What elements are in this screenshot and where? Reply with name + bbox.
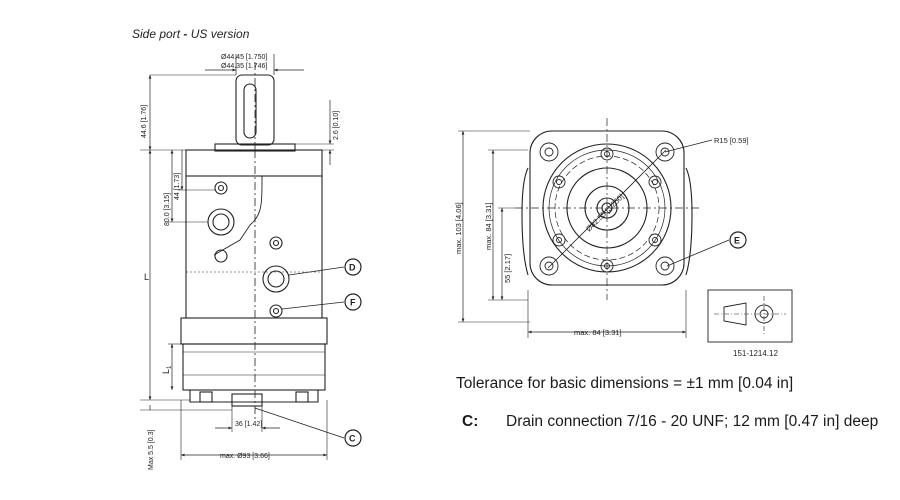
port-a — [207, 208, 235, 236]
bolt-heads — [189, 390, 319, 403]
end-cover — [182, 343, 326, 391]
callout-d — [344, 258, 362, 276]
label-e: E — [734, 236, 740, 246]
dim-height-port: 55 [2.17] — [503, 254, 512, 283]
label-d: D — [349, 263, 356, 273]
drain-note-key: C: — [462, 413, 479, 430]
dim-body-dia: max. Ø93 [3.66] — [220, 453, 270, 460]
dim-height-flange: max. 84 [3.31] — [484, 202, 493, 250]
dim-shaft-len: 44.6 [1.76] — [141, 105, 148, 138]
label-f: F — [350, 298, 356, 308]
dim-bottom-offset: Max 5.5 [0.3] — [148, 429, 155, 470]
housing — [185, 176, 323, 319]
front-body-outline — [521, 167, 693, 276]
dim-port-a: 80.0 [3.15] — [164, 193, 171, 226]
side-view — [140, 54, 362, 460]
title-main: Side port — [132, 27, 181, 41]
title-separator: - — [180, 27, 191, 41]
gear-section — [180, 317, 328, 345]
callout-e — [729, 231, 747, 249]
port-d — [262, 265, 290, 293]
port-symbol-box — [707, 289, 793, 343]
drain-note-text: Drain connection 7/16 - 20 UNF; 12 mm [0… — [506, 413, 879, 430]
ref-code: 151-1214.12 — [733, 349, 778, 358]
drawing-title: Side port - US version — [132, 27, 249, 41]
port-mid-small — [214, 249, 228, 263]
port-f — [269, 304, 283, 318]
dim-pilot: 2.6 [0.10] — [333, 111, 340, 140]
port-top-small — [214, 181, 228, 195]
side-view-labels: Ø44.45 [1.750] Ø44.35 [1.746] 44.6 [1.76… — [141, 54, 356, 470]
dim-l1: L1 — [161, 365, 173, 374]
dim-l: L — [144, 272, 149, 282]
shaft-key — [243, 83, 257, 139]
dim-port-b: 44 [1.73] — [174, 173, 181, 200]
tolerance-note: Tolerance for basic dimensions = ±1 mm [… — [456, 375, 794, 392]
front-view — [458, 118, 793, 343]
shaft-dia-min: Ø44.35 [1.746] — [221, 63, 267, 70]
shaft-dia-max: Ø44.45 [1.750] — [221, 54, 267, 61]
dim-drain-width: 36 [1.42] — [235, 421, 262, 428]
dim-height-total: max. 103 [4.06] — [454, 202, 463, 254]
callout-f — [344, 293, 362, 311]
label-c: C — [349, 434, 356, 444]
title-sub: US version — [190, 27, 250, 41]
callout-c — [344, 429, 362, 447]
radius-label: R15 [0.59] — [714, 136, 749, 145]
mounting-flange — [185, 149, 323, 177]
dim-width: max. 84 [3.31] — [574, 328, 622, 337]
drain-note: C: Drain connection 7/16 - 20 UNF; 12 mm … — [462, 413, 878, 431]
